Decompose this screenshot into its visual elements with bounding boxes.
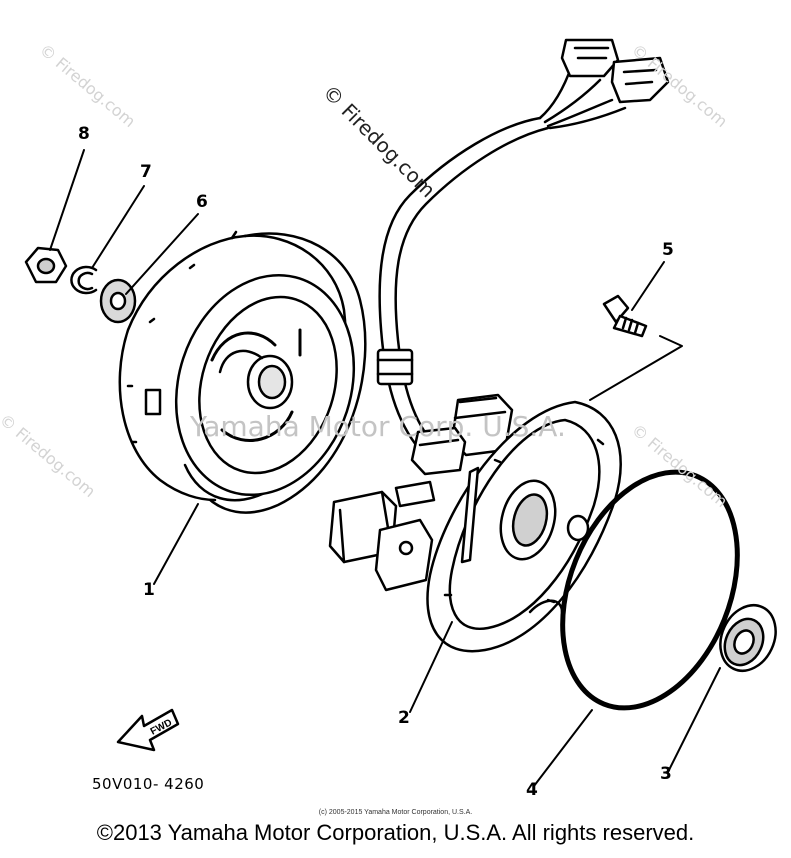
part-code: 50V010- 4260 — [92, 775, 205, 793]
wire-harness — [376, 38, 670, 452]
screw-part-5 — [602, 294, 648, 338]
small-copyright: (c) 2005-2015 Yamaha Motor Corporation, … — [318, 809, 473, 816]
callout-6: 6 — [196, 192, 208, 212]
leader-lines — [49, 149, 721, 787]
lock-washer-part-7 — [70, 265, 98, 295]
callout-5: 5 — [662, 240, 674, 260]
callout-4: 4 — [526, 780, 538, 800]
copyright-footer: ©2013 Yamaha Motor Corporation, U.S.A. A… — [96, 820, 695, 845]
stator-assembly-part-2 — [328, 393, 622, 653]
bearing-part-3 — [719, 604, 777, 672]
callout-8: 8 — [78, 124, 90, 144]
watermark-center: Yamaha Motor Corp. U.S.A. — [190, 410, 566, 443]
o-ring-part-4 — [560, 469, 740, 711]
fwd-arrow-icon — [116, 708, 180, 752]
washer-part-6 — [99, 278, 137, 324]
callout-1: 1 — [143, 580, 155, 600]
callout-7: 7 — [140, 162, 152, 182]
flywheel-rotor-part-1 — [118, 230, 367, 514]
nut-part-8 — [24, 246, 68, 284]
callout-2: 2 — [398, 708, 410, 728]
callout-3: 3 — [660, 764, 672, 784]
